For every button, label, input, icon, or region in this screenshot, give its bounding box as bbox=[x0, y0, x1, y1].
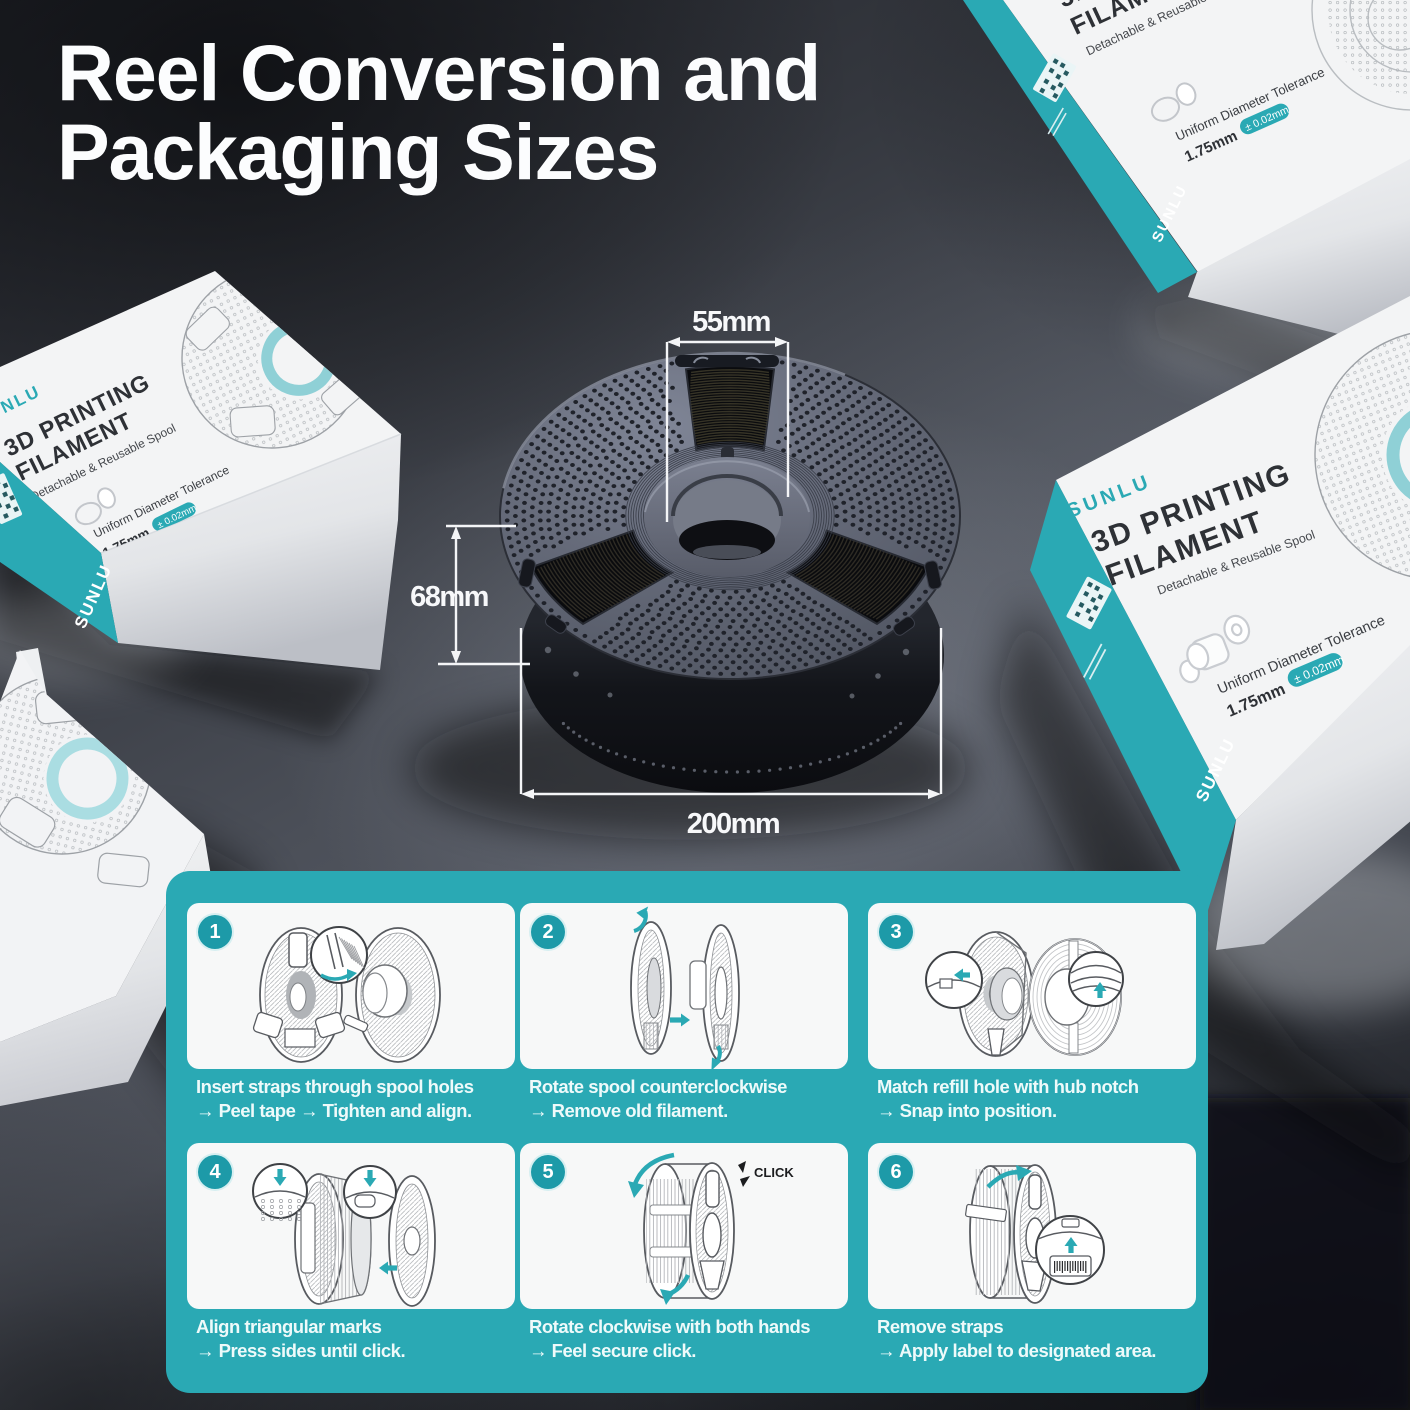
svg-text:CLICK: CLICK bbox=[754, 1165, 794, 1180]
svg-text:200mm: 200mm bbox=[687, 808, 779, 840]
svg-text:68mm: 68mm bbox=[410, 581, 488, 613]
svg-text:55mm: 55mm bbox=[692, 306, 770, 338]
